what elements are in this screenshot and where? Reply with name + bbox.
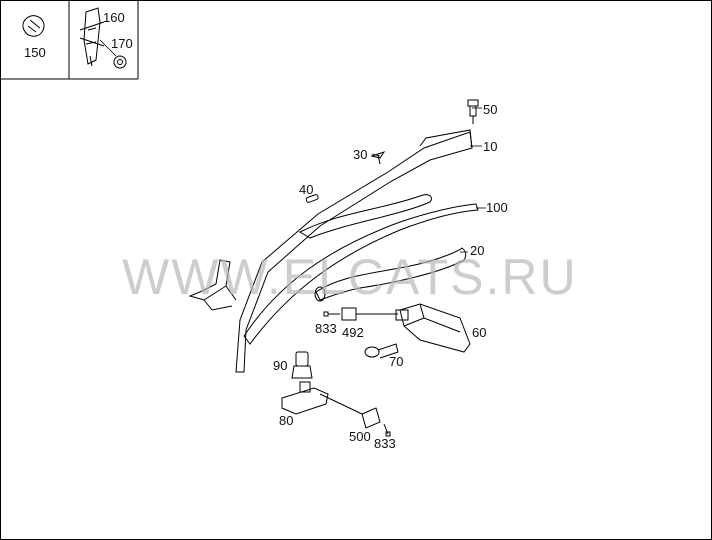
label-90: 90 (273, 358, 288, 373)
part-60-control-unit (395, 303, 471, 353)
part-833-pin-b (383, 423, 391, 437)
label-60: 60 (472, 325, 487, 340)
label-170: 170 (111, 36, 133, 51)
part-50-screw (467, 99, 479, 124)
part-70-bolt (364, 343, 399, 359)
label-50: 50 (483, 102, 498, 117)
part-160-bracket (79, 7, 105, 67)
label-160: 160 (103, 10, 125, 25)
watermark: WWW.ELCATS.RU (122, 249, 578, 305)
part-10-trim (188, 129, 473, 373)
part-170-nut (99, 39, 127, 69)
part-40-clip (305, 194, 319, 203)
label-492: 492 (342, 325, 364, 340)
part-30-clip (370, 151, 386, 165)
part-20-duct-lower (314, 247, 467, 302)
label-40: 40 (299, 182, 314, 197)
label-500: 500 (349, 429, 371, 444)
part-20-duct-upper (298, 194, 433, 239)
part-150-clip (22, 15, 45, 37)
part-100-seal (243, 203, 479, 345)
label-20: 20 (470, 243, 485, 258)
label-30: 30 (353, 147, 368, 162)
part-492-connector (341, 307, 398, 321)
label-80: 80 (279, 413, 294, 428)
part-90-sensor (291, 351, 313, 379)
part-500-connector (361, 407, 381, 429)
label-70: 70 (389, 354, 404, 369)
label-833-upper: 833 (315, 321, 337, 336)
label-10: 10 (483, 139, 498, 154)
label-833-lower: 833 (374, 436, 396, 451)
label-150: 150 (24, 45, 46, 60)
part-833-pin-a (323, 311, 340, 317)
part-80-bracket (281, 381, 363, 415)
leader-lines (371, 107, 486, 253)
label-100: 100 (486, 200, 508, 215)
